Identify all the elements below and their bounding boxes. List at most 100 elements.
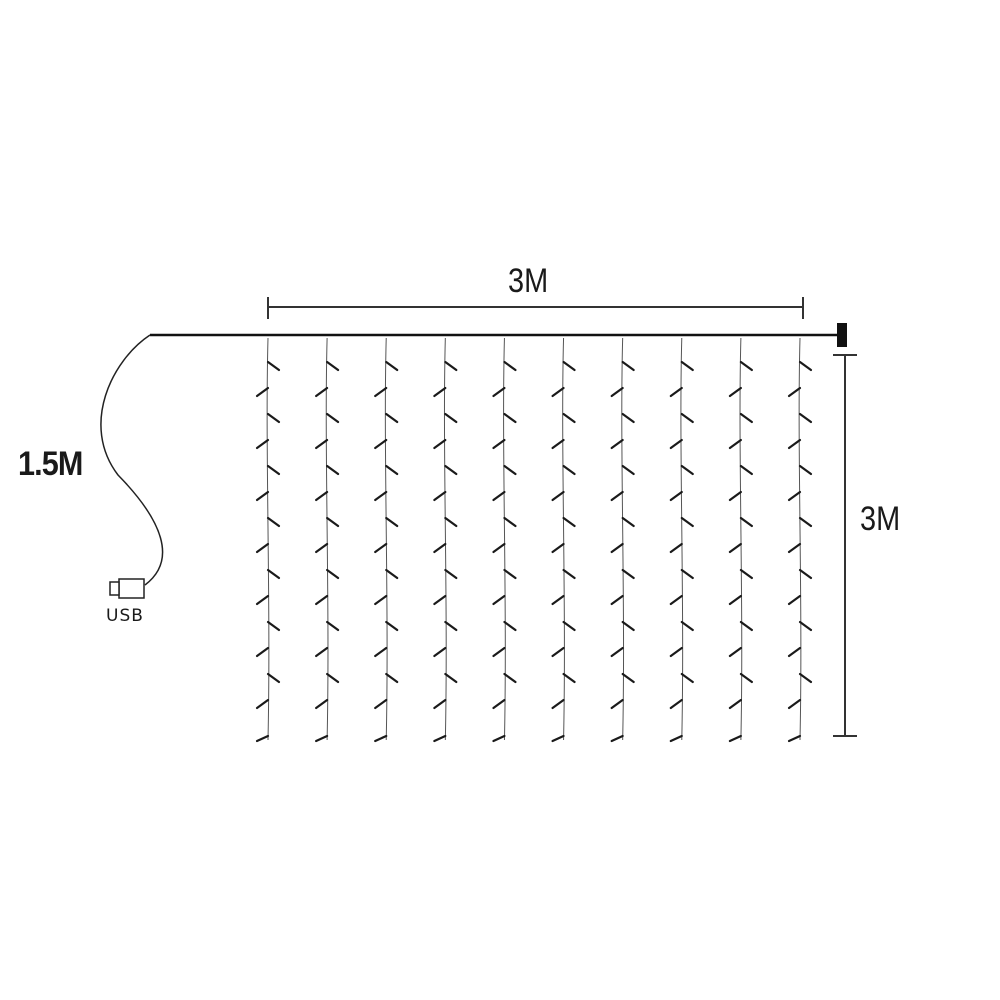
led-bulb <box>787 542 802 554</box>
led-bulb <box>433 698 447 710</box>
led-bulb <box>621 464 635 476</box>
led-bulb <box>315 698 329 710</box>
led-bulb <box>562 620 576 632</box>
led-bulb <box>444 568 458 580</box>
led-bulb <box>326 360 340 372</box>
led-bulb <box>255 594 270 606</box>
led-bulb <box>621 568 635 580</box>
strand-wire <box>266 337 270 741</box>
led-bulb <box>787 698 802 710</box>
led-bulb <box>315 734 329 743</box>
led-bulb <box>728 698 742 710</box>
led-bulb <box>433 490 447 502</box>
led-bulb <box>787 594 802 606</box>
led-bulb <box>503 360 517 372</box>
led-bulb <box>669 698 683 710</box>
led-bulb <box>739 672 753 684</box>
led-bulb <box>551 438 565 450</box>
light-strand <box>610 337 635 743</box>
led-bulb <box>444 464 458 476</box>
light-strand <box>433 337 458 743</box>
led-bulb <box>728 594 742 606</box>
led-bulb <box>492 386 506 398</box>
light-strands <box>255 337 813 743</box>
led-bulb <box>266 360 281 372</box>
led-bulb <box>621 412 635 424</box>
led-bulb <box>610 646 624 658</box>
led-bulb <box>610 698 624 710</box>
led-bulb <box>728 646 742 658</box>
usb-label: USB <box>106 606 144 626</box>
led-bulb <box>503 620 517 632</box>
led-bulb <box>562 412 576 424</box>
cable-length-label: 1.5M <box>18 445 83 483</box>
led-bulb <box>266 412 281 424</box>
led-bulb <box>728 490 742 502</box>
led-bulb <box>621 672 635 684</box>
strand-wire <box>325 337 329 741</box>
led-bulb <box>551 646 565 658</box>
led-bulb <box>444 412 458 424</box>
led-bulb <box>551 386 565 398</box>
led-bulb <box>551 490 565 502</box>
strand-wire <box>443 337 447 741</box>
led-bulb <box>503 412 517 424</box>
led-bulb <box>315 594 329 606</box>
light-strand <box>787 337 813 743</box>
light-strand <box>551 337 576 743</box>
led-bulb <box>680 620 694 632</box>
led-bulb <box>255 542 270 554</box>
led-bulb <box>562 672 576 684</box>
led-bulb <box>621 360 635 372</box>
height-dimension-line <box>833 354 857 737</box>
strand-wire <box>621 337 625 741</box>
led-bulb <box>374 542 388 554</box>
led-bulb <box>503 516 517 528</box>
led-bulb <box>444 620 458 632</box>
led-bulb <box>787 646 802 658</box>
led-bulb <box>433 734 447 743</box>
led-bulb <box>444 672 458 684</box>
led-bulb <box>503 464 517 476</box>
led-bulb <box>728 386 742 398</box>
led-bulb <box>610 594 624 606</box>
led-bulb <box>255 698 270 710</box>
strand-wire <box>384 337 388 741</box>
led-bulb <box>326 412 340 424</box>
led-bulb <box>326 620 340 632</box>
led-bulb <box>255 438 270 450</box>
led-bulb <box>610 490 624 502</box>
led-bulb <box>315 386 329 398</box>
led-bulb <box>326 568 340 580</box>
led-bulb <box>798 568 813 580</box>
led-bulb <box>374 490 388 502</box>
led-bulb <box>385 464 399 476</box>
led-bulb <box>739 464 753 476</box>
led-bulb <box>266 516 281 528</box>
led-bulb <box>433 386 447 398</box>
led-bulb <box>669 438 683 450</box>
led-bulb <box>728 542 742 554</box>
led-bulb <box>492 542 506 554</box>
strand-wire <box>680 337 684 741</box>
led-bulb <box>492 594 506 606</box>
led-bulb <box>621 620 635 632</box>
led-bulb <box>610 386 624 398</box>
led-bulb <box>680 360 694 372</box>
led-bulb <box>798 516 813 528</box>
led-bulb <box>669 646 683 658</box>
led-bulb <box>374 646 388 658</box>
strand-wire <box>798 337 802 741</box>
led-bulb <box>739 360 753 372</box>
usb-plug-icon <box>109 578 145 599</box>
led-bulb <box>315 542 329 554</box>
led-bulb <box>798 464 813 476</box>
led-bulb <box>326 672 340 684</box>
led-bulb <box>255 646 270 658</box>
led-bulb <box>433 594 447 606</box>
led-bulb <box>492 698 506 710</box>
led-bulb <box>669 386 683 398</box>
led-bulb <box>680 464 694 476</box>
led-bulb <box>669 542 683 554</box>
